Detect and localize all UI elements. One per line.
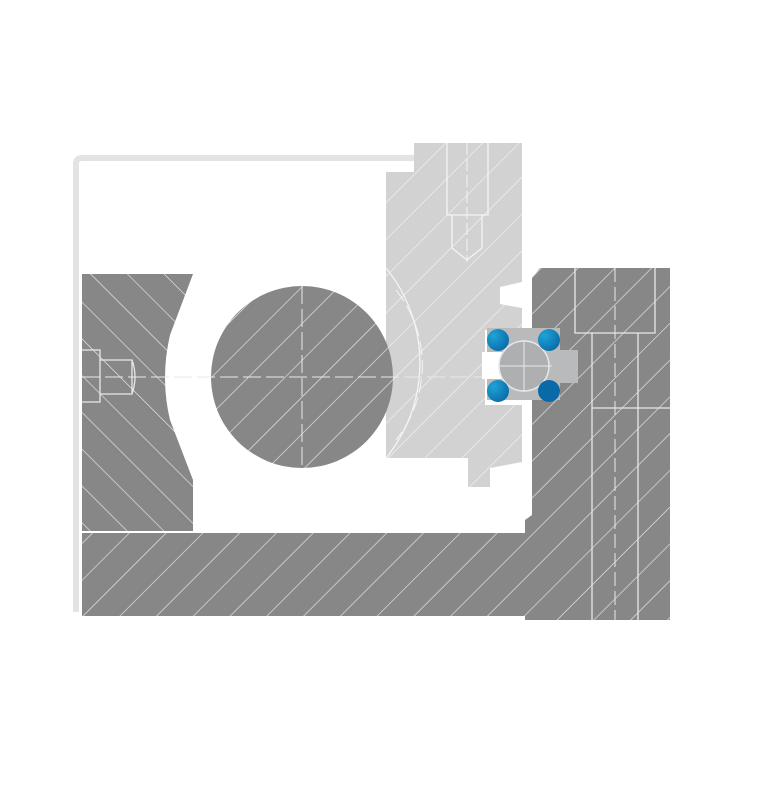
bearing-gap xyxy=(482,352,502,379)
seal-ball-top-right xyxy=(538,329,560,351)
seal-ball-bottom-right xyxy=(538,380,560,402)
outer-ring-block xyxy=(525,268,670,620)
inner-ring-arc xyxy=(385,267,421,459)
base-plate xyxy=(82,533,528,616)
inner-ring-light xyxy=(386,143,522,487)
seal-ball-bottom-left xyxy=(487,380,509,402)
left-clamp-block xyxy=(82,274,193,531)
inner-ring-arc-2 xyxy=(395,289,423,441)
seal-ball-top-left xyxy=(487,329,509,351)
housing-frame xyxy=(73,155,414,612)
